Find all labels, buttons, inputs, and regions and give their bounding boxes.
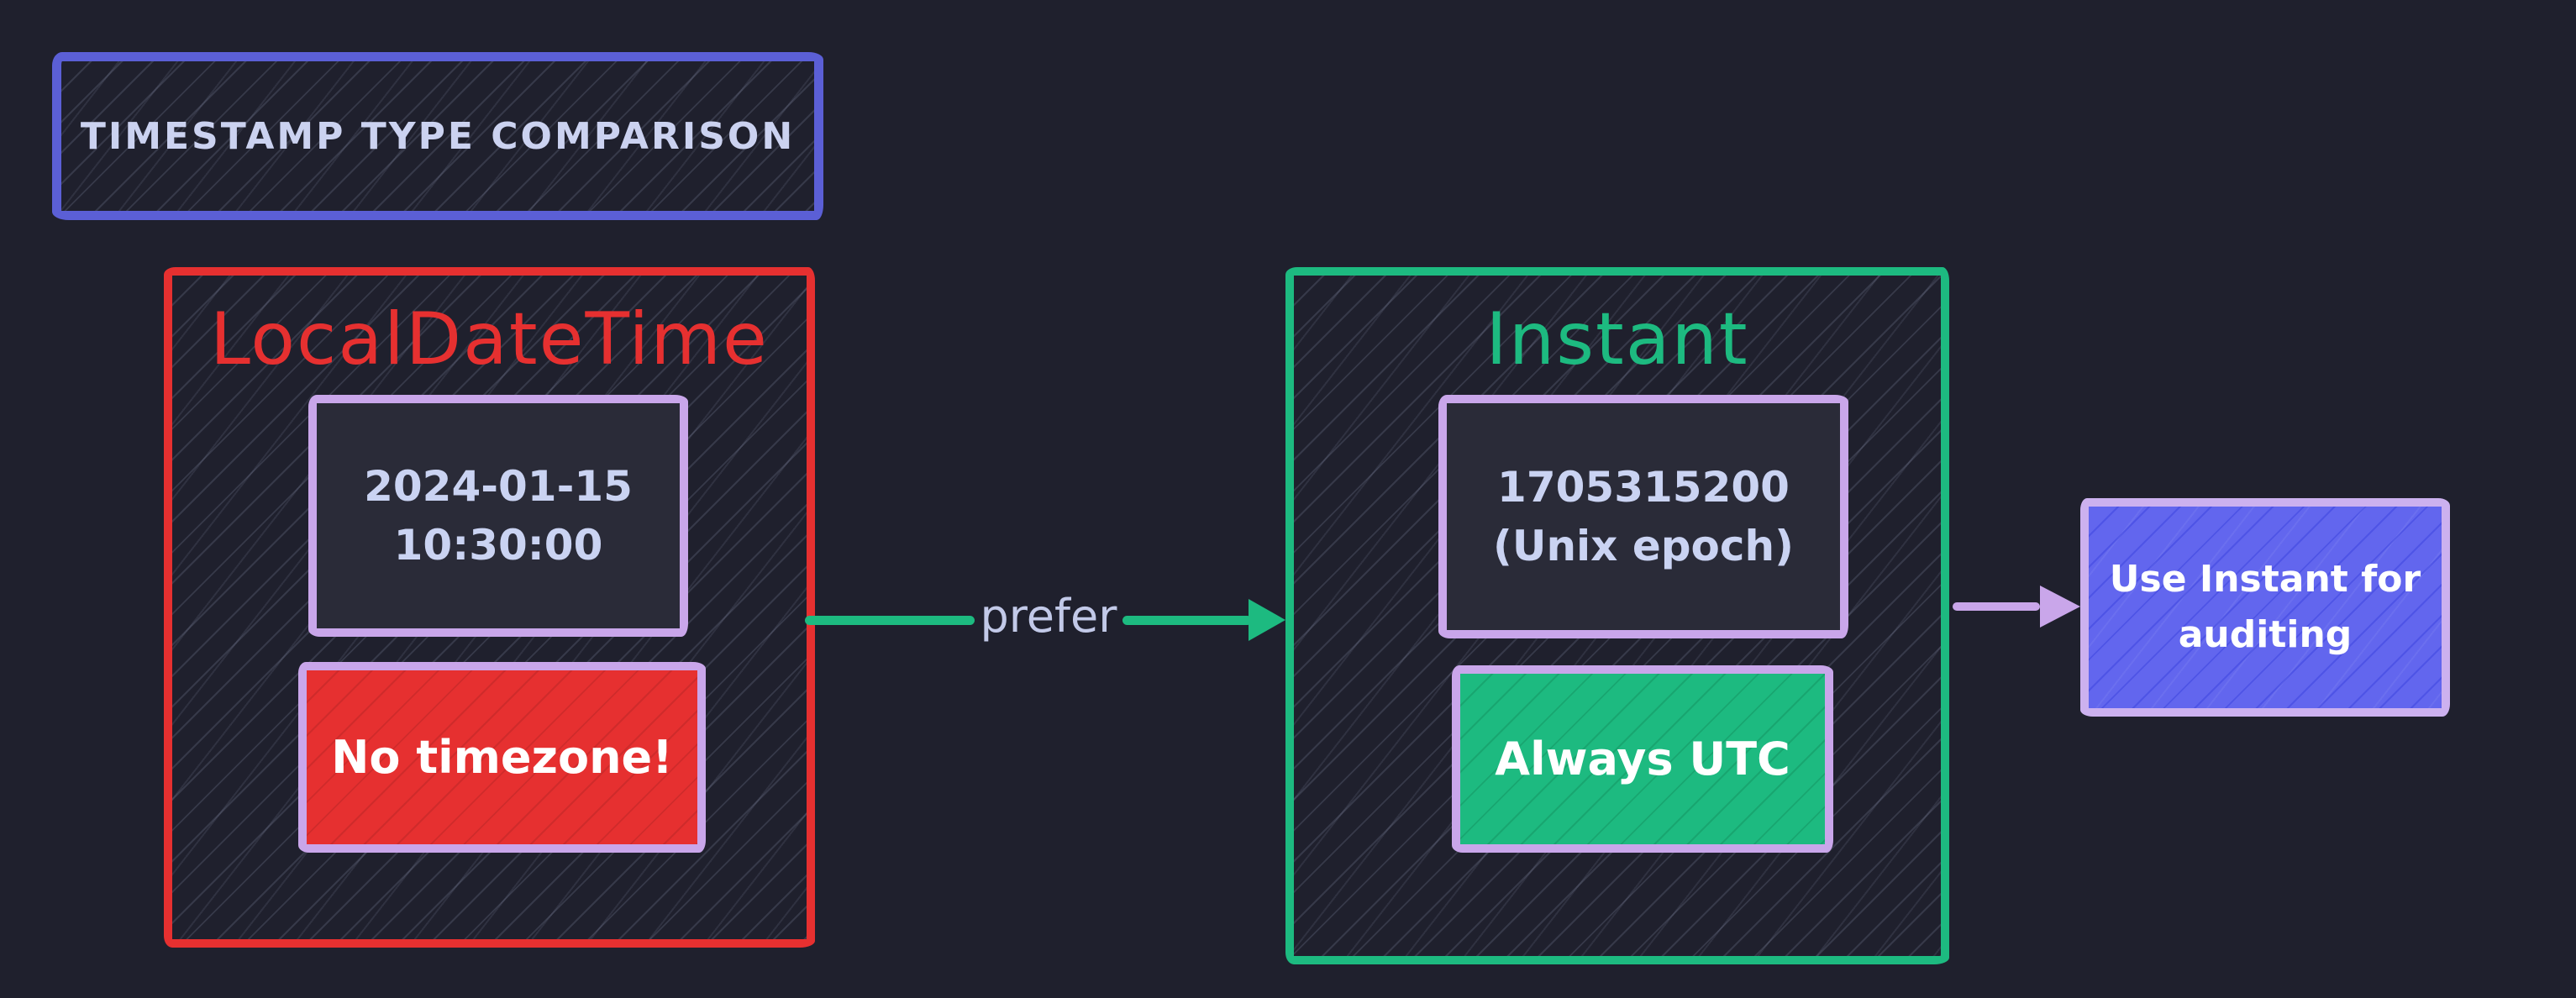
localdatetime-group: LocalDateTime 2024-01-15 10:30:00 No tim…	[164, 267, 815, 948]
instant-group: Instant 1705315200 (Unix epoch) Always U…	[1285, 267, 1949, 964]
title-label: TIMESTAMP TYPE COMPARISON	[80, 114, 796, 158]
always-utc-label: Always UTC	[1495, 733, 1790, 785]
no-timezone-box: No timezone!	[298, 662, 706, 853]
no-timezone-label: No timezone!	[331, 731, 673, 784]
localdatetime-value-line1: 2024-01-15	[364, 462, 633, 511]
localdatetime-value-box: 2024-01-15 10:30:00	[308, 395, 688, 637]
localdatetime-title: LocalDateTime	[210, 297, 769, 381]
instant-value-line2: (Unix epoch)	[1493, 522, 1794, 570]
prefer-arrow-segment-left	[805, 616, 975, 625]
recommendation-line1: Use Instant for	[2109, 558, 2421, 601]
always-utc-box: Always UTC	[1452, 665, 1833, 853]
recommendation-line2: auditing	[2178, 613, 2353, 656]
instant-value-box: 1705315200 (Unix epoch)	[1438, 395, 1848, 638]
audit-arrow-segment	[1953, 602, 2040, 611]
audit-arrowhead-icon	[2040, 586, 2080, 628]
prefer-arrow-label: prefer	[980, 590, 1117, 643]
title-box: TIMESTAMP TYPE COMPARISON	[52, 52, 823, 220]
localdatetime-value-line2: 10:30:00	[393, 521, 603, 570]
instant-value-line1: 1705315200	[1497, 463, 1790, 512]
recommendation-box: Use Instant for auditing	[2080, 498, 2450, 717]
instant-title: Instant	[1485, 297, 1749, 381]
prefer-arrow-segment-right	[1122, 616, 1252, 625]
prefer-arrowhead-icon	[1249, 599, 1285, 641]
